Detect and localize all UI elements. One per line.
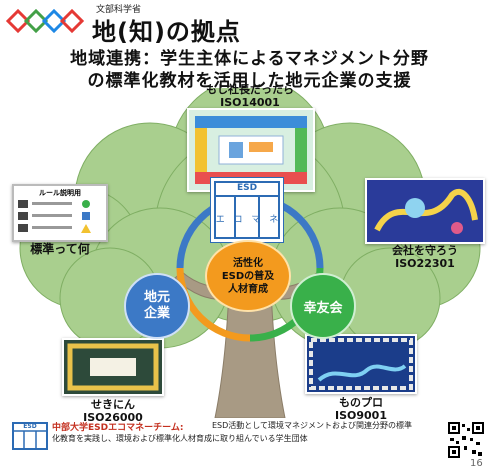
card-top-label: もし社長だったら ISO14001 [206,83,294,109]
card-right-label: 会社を守ろう ISO22301 [392,244,458,270]
headline-line-1: 地域連携：学生主体によるマネジメント分野 [70,49,429,69]
hub-title: 地(知)の拠点 [92,18,241,46]
board-game-image-iso9001 [305,334,417,394]
local-companies-circle: 地元 企業 [124,273,190,339]
footer-team-name: 中部大学ESDエコマネーチーム: [52,423,184,433]
card-bottom-right-label: ものプロ ISO9001 [335,396,387,422]
board-game-graphic [367,180,483,242]
page-number: 16 [470,458,483,469]
esd-logo-icon [214,181,280,239]
footer-description-line-2: 化教育を実践し、環境および標準化人材育成に取り組んでいる学生団体 [52,434,308,443]
ministry-logo-icon [6,8,85,34]
kyuyukai-circle: 幸友会 [290,273,356,339]
esd-logo-kana: エ コ マ ネ [215,215,279,225]
card-left-label: 標準って何 [30,242,90,256]
footer-esd-logo-icon [12,422,48,450]
rule-icons-graphic [18,200,91,233]
esd-logo-text: ESD [236,183,258,193]
footer-logo-text: ESD [23,423,37,430]
board-game-graphic [189,110,313,190]
board-game-graphic [64,340,162,394]
esd-ecomane-logo: ESD エ コ マ ネ [210,177,284,243]
headline-line-2: の標準化教材を活用した地元企業の支援 [87,71,412,91]
footer-description-line-1: ESD活動として環境マネジメントおよび関連分野の標準 [212,421,413,430]
qr-code-icon[interactable] [448,422,484,458]
card-bottom-left-label: せきにん ISO26000 [83,398,143,424]
board-game-image-iso22301 [365,178,485,244]
rule-sheet-image: ルール説明用 [12,184,108,242]
activation-circle: 活性化 ESDの普及 人材育成 [205,240,291,312]
board-game-image-iso26000 [62,338,164,396]
ministry-label: 文部科学省 [96,5,142,15]
footer-esd-logo: ESD [12,422,48,450]
board-game-graphic [307,336,415,392]
